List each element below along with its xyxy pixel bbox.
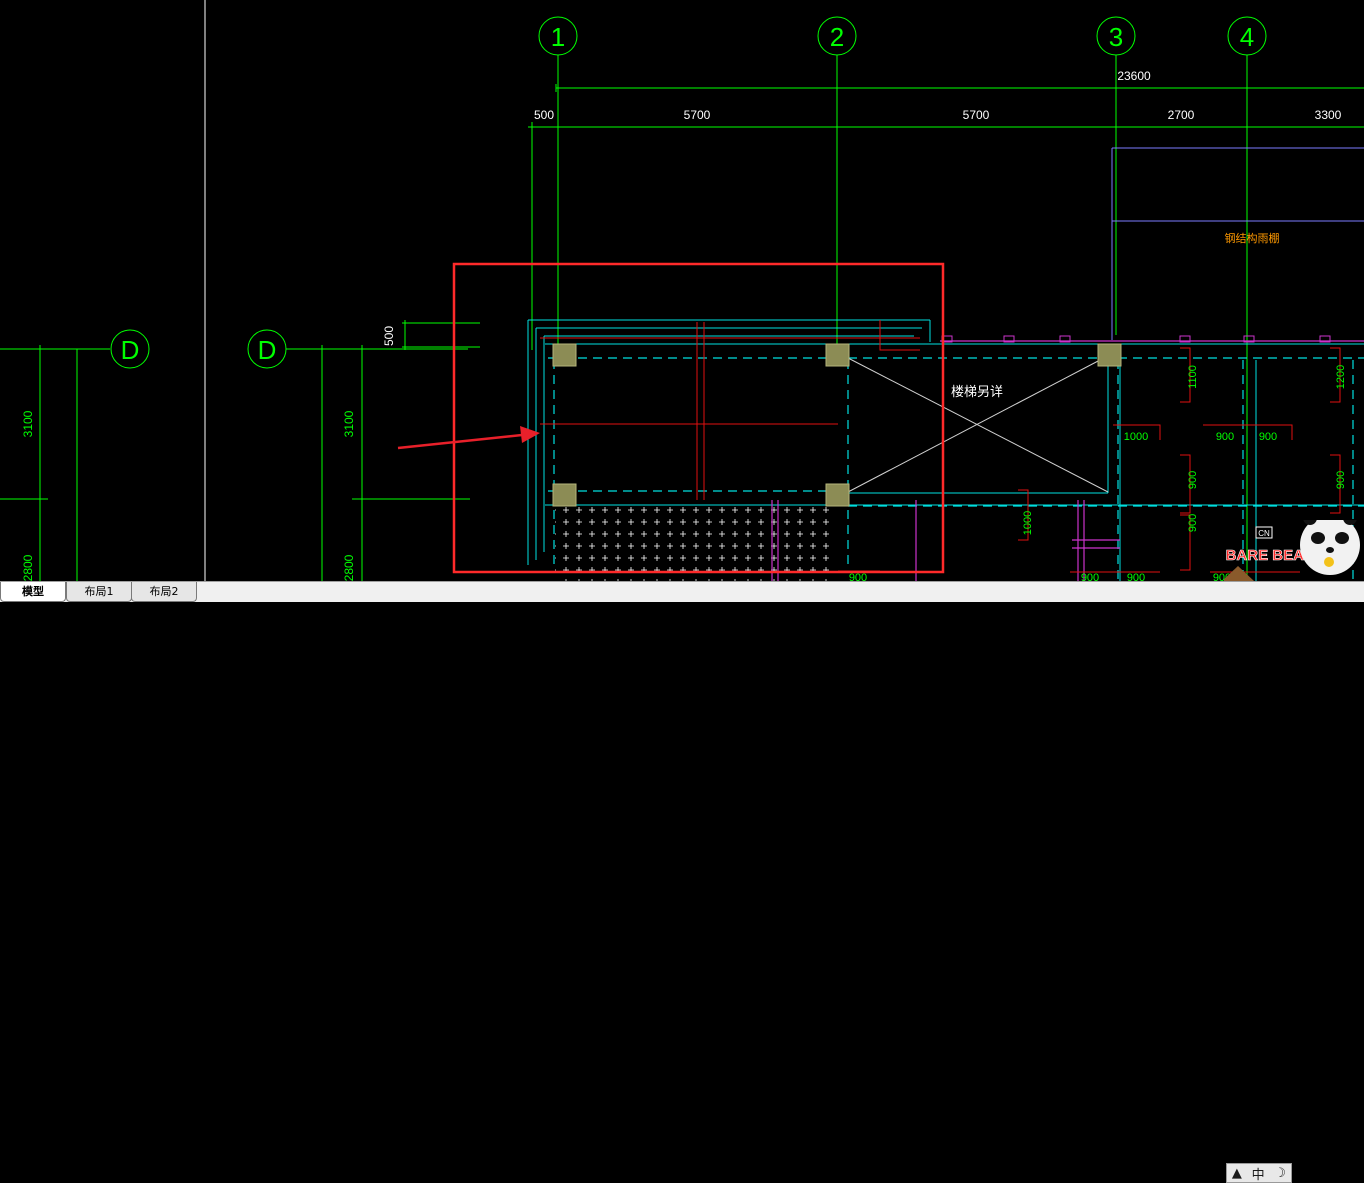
column-1c [552,483,577,507]
ime-bear-icon: ▲ [1231,1165,1242,1181]
beam-lines [540,320,1341,573]
dim-span-5700-a: 5700 [684,108,711,122]
grid-bubble-2 [817,16,857,56]
grid-bubble-label-d-left: D [121,335,140,365]
dim-span-2700: 2700 [1168,108,1195,122]
beam-mark-900-h4: 900 [1127,572,1145,581]
column-2c [825,483,850,507]
beam-mark-900-v3: 900 [1187,514,1199,532]
hatched-slab [555,507,830,581]
logo-watermark: CN We BARE BEARS [1199,520,1360,581]
tab-layout-2[interactable]: 布局2 [131,582,197,602]
grid-bubble-label-2: 2 [830,22,844,52]
dim-span-3300: 3300 [1315,108,1342,122]
wall-outlines [527,319,1364,581]
grid-bubble-4 [1227,16,1267,56]
stair-opening [847,357,1109,493]
dim-left-b-2800: 2800 [342,554,356,581]
structural-columns [552,343,1122,507]
beam-mark-900-v1: 900 [1187,471,1199,489]
dimension-lines [402,84,1364,350]
layout-tab-bar: 模型 布局1 布局2 ▲ 中 ☽ [0,581,1364,1183]
tab-model[interactable]: 模型 [0,582,66,602]
beam-mark-900-h2: 900 [1259,431,1277,443]
left-view-a [0,329,150,581]
svg-text:We BARE BEARS: We BARE BEARS [1199,547,1325,564]
canopy-outline [1111,147,1364,340]
beam-mark-900-h6: 900 [849,572,867,581]
canopy-note: 钢结构雨棚 [1225,231,1280,245]
moon-icon[interactable]: ☽ [1274,1165,1287,1181]
dim-side-500: 500 [382,326,396,346]
grid-axis-lines [538,16,1267,581]
beam-mark-900-h3: 900 [1081,572,1099,581]
beam-mark-1000-v: 1000 [1022,511,1034,535]
column-2d [825,343,850,367]
beam-mark-900-v2: 900 [1335,471,1347,489]
beam-mark-900-h1: 900 [1216,431,1234,443]
column-1d [552,343,577,367]
beam-mark-1100: 1100 [1187,365,1199,389]
beam-mark-1000-h: 1000 [1124,431,1148,443]
dim-left-b-3100: 3100 [342,410,356,437]
beam-marks: 1100 1200 900 900 900 1000 1000 900 900 … [849,365,1347,581]
stair-note: 楼梯另详 [951,384,1003,399]
svg-text:CN: CN [1258,529,1270,538]
left-view-b [247,329,470,581]
grid-bubble-1 [538,16,578,56]
highlight-box [452,262,945,574]
column-3d [1097,343,1122,367]
dim-overall: 23600 [1117,69,1151,83]
pointer-arrow [397,426,540,450]
grid-bubble-3 [1096,16,1136,56]
grid-bubble-label-1: 1 [551,22,565,52]
grid-bubble-label-d-mid: D [258,335,277,365]
ime-toolbar[interactable]: ▲ 中 ☽ [1226,1163,1292,1183]
cad-drawing-canvas[interactable]: D 3100 2800 D 3100 2800 1 2 3 4 [0,0,1364,581]
dim-span-500: 500 [534,108,554,122]
grid-bubble-label-4: 4 [1240,22,1254,52]
dim-left-a-2800: 2800 [21,554,35,581]
grid-bubble-label-3: 3 [1109,22,1123,52]
dashed-lines [548,357,1364,581]
dim-span-5700-b: 5700 [963,108,990,122]
dim-left-a-3100: 3100 [21,410,35,437]
ime-language-toggle[interactable]: 中 [1251,1167,1265,1183]
beam-mark-900-h5: 900 [1213,572,1231,581]
tab-layout-1[interactable]: 布局1 [66,582,132,602]
beam-mark-1200: 1200 [1335,365,1347,389]
